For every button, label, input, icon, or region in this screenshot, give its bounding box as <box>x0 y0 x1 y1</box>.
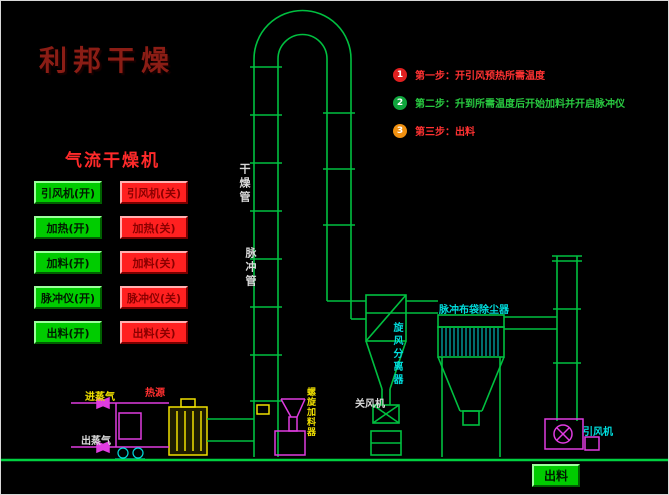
top-bend-duct <box>253 9 352 60</box>
app-title: 利邦干燥 <box>39 44 176 77</box>
drying-pipe-label: 干燥管 <box>238 163 251 205</box>
hot-air-duct <box>207 418 254 442</box>
step-3-badge: 3 <box>393 123 407 138</box>
induced-draft-fan <box>544 418 600 451</box>
steam-piping <box>71 396 169 454</box>
heat-source-label: 热源 <box>145 388 165 399</box>
step-1-text: 第一步：开引风预热所需温度 <box>415 71 545 82</box>
feed-off-button[interactable]: 加料(关) <box>120 251 188 274</box>
discharge-on-button[interactable]: 出料(开) <box>34 321 102 344</box>
screw-feeder <box>274 398 306 456</box>
steam-out-label: 出蒸气 <box>81 436 111 447</box>
panel-heading: 气流干燥机 <box>65 151 160 171</box>
pulse-on-button[interactable]: 脉冲仪(开) <box>34 286 102 309</box>
cyclone-label: 旋风分离器 <box>391 322 402 387</box>
step-2-badge: 2 <box>393 95 407 110</box>
step-2: 2 第二步：升到所需温度后开始加料并开启脉冲仪 <box>393 95 625 110</box>
rotary-valve-label: 关风机 <box>355 399 385 410</box>
pulse-pipe-label: 脉冲管 <box>244 247 257 289</box>
step-3-text: 第三步：出料 <box>415 127 475 138</box>
fan-on-button[interactable]: 引风机(开) <box>34 181 102 204</box>
heater-on-button[interactable]: 加热(开) <box>34 216 102 239</box>
discharge-off-button[interactable]: 出料(关) <box>120 321 188 344</box>
step-1-badge: 1 <box>393 67 407 82</box>
step-1: 1 第一步：开引风预热所需温度 <box>393 67 545 82</box>
feed-on-button[interactable]: 加料(开) <box>34 251 102 274</box>
step-2-text: 第二步：升到所需温度后开始加料并开启脉冲仪 <box>415 99 625 110</box>
exhaust-stack <box>552 255 582 421</box>
fan-label: 引风机 <box>583 427 613 438</box>
fan-off-button[interactable]: 引风机(关) <box>120 181 188 204</box>
filter-bags-hatch <box>441 328 499 356</box>
downcomer-duct <box>323 59 366 320</box>
bag-filter-label: 脉冲布袋除尘器 <box>439 305 509 316</box>
main-drying-duct <box>250 59 282 457</box>
heater-off-button[interactable]: 加热(关) <box>120 216 188 239</box>
steam-heater <box>168 398 270 456</box>
pulse-off-button[interactable]: 脉冲仪(关) <box>120 286 188 309</box>
step-3: 3 第三步：出料 <box>393 123 475 138</box>
screw-feeder-label: 螺旋加料器 <box>305 387 315 437</box>
bag-dust-collector <box>437 314 557 457</box>
condensate-pumps <box>115 447 145 460</box>
steam-in-label: 进蒸气 <box>85 392 115 403</box>
discharge-action-button[interactable]: 出料 <box>532 464 580 487</box>
cyclone-separator <box>365 294 438 456</box>
